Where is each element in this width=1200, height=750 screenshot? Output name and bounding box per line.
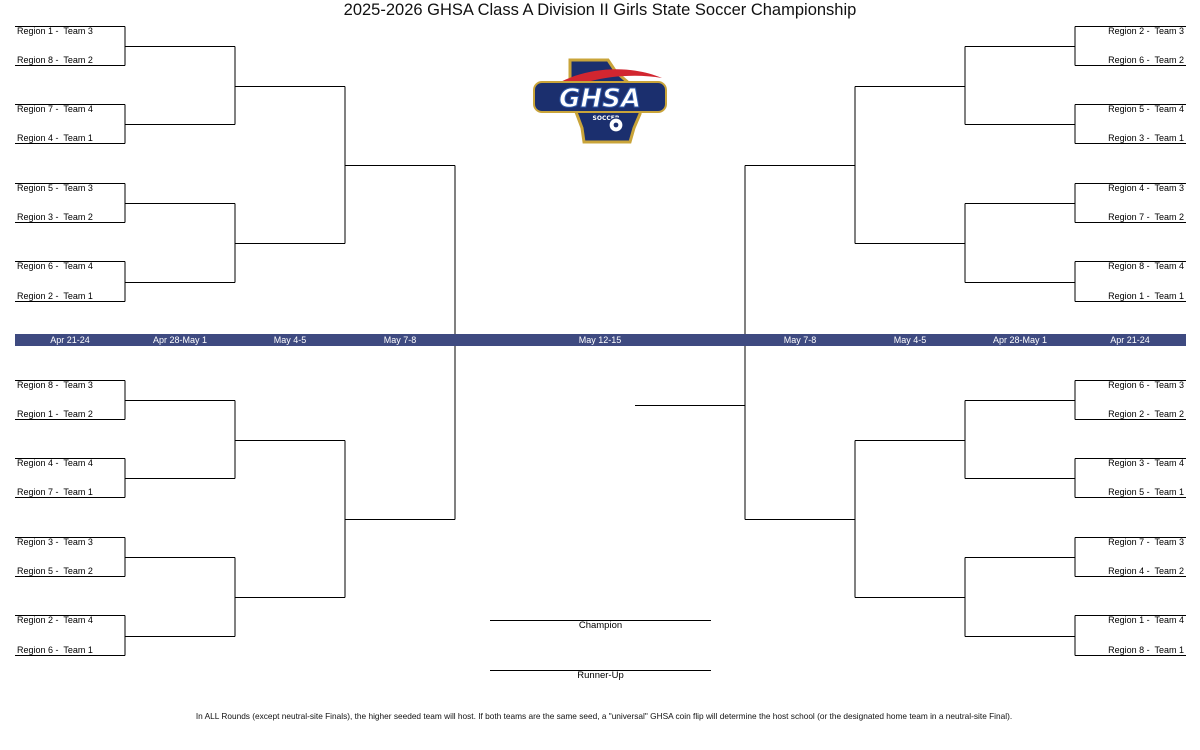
round-date-left-1: Apr 21-24	[50, 335, 90, 345]
round-date-right-4: May 7-8	[783, 335, 817, 345]
team-slot-bottom-right: Region 8 - Team 1	[1108, 644, 1184, 655]
team-slot-bottom-right: Region 4 - Team 2	[1108, 565, 1184, 576]
team-slot-top-left: Region 6 - Team 4	[17, 260, 93, 271]
team-slot-top-left: Region 8 - Team 2	[17, 54, 93, 65]
champion-label: Champion	[578, 620, 623, 631]
team-slot-bottom-right: Region 2 - Team 2	[1108, 408, 1184, 419]
team-slot-top-right: Region 3 - Team 1	[1108, 132, 1184, 143]
team-slot-top-left: Region 3 - Team 2	[17, 211, 93, 222]
round-date-right-3: May 4-5	[893, 335, 927, 345]
round-date-right-2: Apr 28-May 1	[992, 335, 1048, 345]
team-slot-top-left: Region 5 - Team 3	[17, 182, 93, 193]
page-title: 2025-2026 GHSA Class A Division II Girls…	[343, 1, 857, 19]
team-slot-bottom-right: Region 7 - Team 3	[1108, 536, 1184, 547]
team-slot-bottom-left: Region 8 - Team 3	[17, 379, 93, 390]
round-date-final: May 12-15	[578, 335, 622, 345]
round-date-left-2: Apr 28-May 1	[152, 335, 208, 345]
team-slot-top-left: Region 7 - Team 4	[17, 103, 93, 114]
team-slot-top-right: Region 8 - Team 4	[1108, 260, 1184, 271]
footnote: In ALL Rounds (except neutral-site Final…	[195, 711, 1013, 721]
team-slot-bottom-left: Region 6 - Team 1	[17, 644, 93, 655]
round-date-left-3: May 4-5	[273, 335, 307, 345]
round-date-right-1: Apr 21-24	[1110, 335, 1150, 345]
ghsa-soccer-logo-icon: GHSA SOCCER	[530, 56, 670, 146]
team-slot-top-left: Region 4 - Team 1	[17, 132, 93, 143]
team-slot-bottom-left: Region 3 - Team 3	[17, 536, 93, 547]
logo-text-plate	[533, 81, 667, 113]
team-slot-bottom-right: Region 6 - Team 3	[1108, 379, 1184, 390]
team-slot-bottom-right: Region 5 - Team 1	[1108, 486, 1184, 497]
team-slot-bottom-right: Region 1 - Team 4	[1108, 614, 1184, 625]
team-slot-bottom-left: Region 4 - Team 4	[17, 457, 93, 468]
team-slot-top-right: Region 2 - Team 3	[1108, 25, 1184, 36]
runner-up-label: Runner-Up	[577, 670, 624, 681]
round-date-bar	[15, 334, 1186, 346]
team-slot-top-right: Region 1 - Team 1	[1108, 290, 1184, 301]
team-slot-bottom-left: Region 1 - Team 2	[17, 408, 93, 419]
team-slot-bottom-right: Region 3 - Team 4	[1108, 457, 1184, 468]
team-slot-bottom-left: Region 7 - Team 1	[17, 486, 93, 497]
team-slot-top-left: Region 2 - Team 1	[17, 290, 93, 301]
team-slot-top-right: Region 7 - Team 2	[1108, 211, 1184, 222]
team-slot-top-left: Region 1 - Team 3	[17, 25, 93, 36]
team-slot-bottom-left: Region 5 - Team 2	[17, 565, 93, 576]
team-slot-top-right: Region 4 - Team 3	[1108, 182, 1184, 193]
team-slot-bottom-left: Region 2 - Team 4	[17, 614, 93, 625]
round-date-left-4: May 7-8	[383, 335, 417, 345]
logo-subtext: SOCCER	[593, 115, 620, 122]
team-slot-top-right: Region 5 - Team 4	[1108, 103, 1184, 114]
team-slot-top-right: Region 6 - Team 2	[1108, 54, 1184, 65]
logo-text: GHSA	[559, 84, 641, 114]
